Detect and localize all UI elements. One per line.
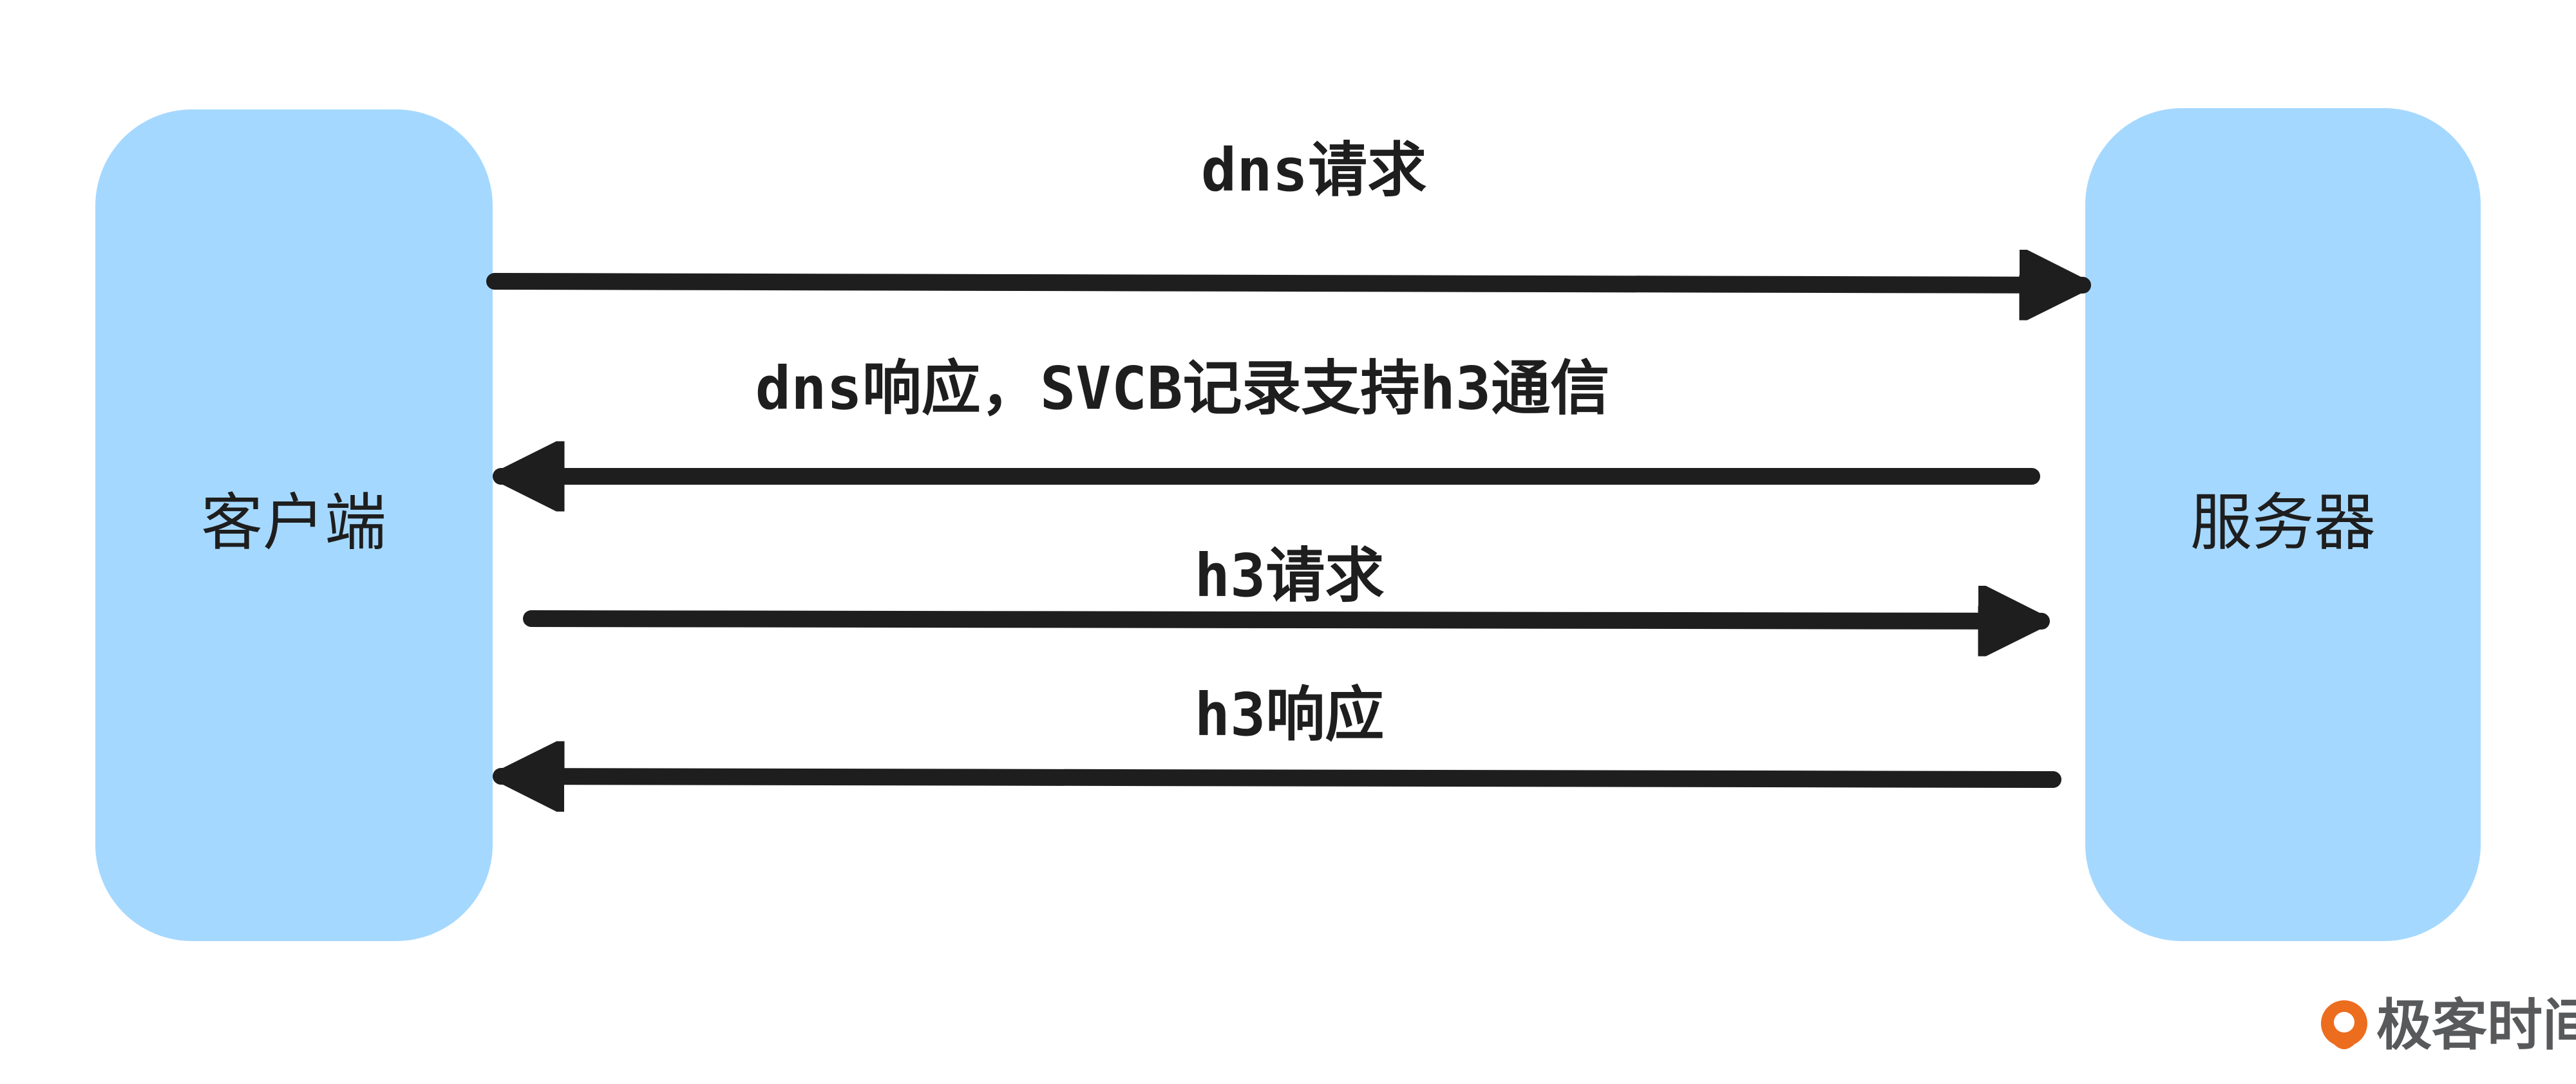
server-label: 服务器 xyxy=(2190,487,2376,559)
h3-response-label: h3响应 xyxy=(1195,680,1385,749)
client-box xyxy=(95,109,493,941)
dns-response-label: dns响应，SVCB记录支持h3通信 xyxy=(755,354,1610,423)
h3-request-label: h3请求 xyxy=(1195,541,1385,610)
h3-response-arrow xyxy=(493,776,2061,780)
dns-request-arrow xyxy=(486,281,2091,285)
logo-text: 极客时间 xyxy=(2376,993,2576,1058)
server-box xyxy=(2085,108,2481,941)
client-label: 客户端 xyxy=(201,487,386,559)
h3-request-arrow xyxy=(523,619,2050,621)
dns-request-label: dns请求 xyxy=(1201,136,1426,205)
geektime-logo: 极客时间 xyxy=(2321,993,2576,1058)
